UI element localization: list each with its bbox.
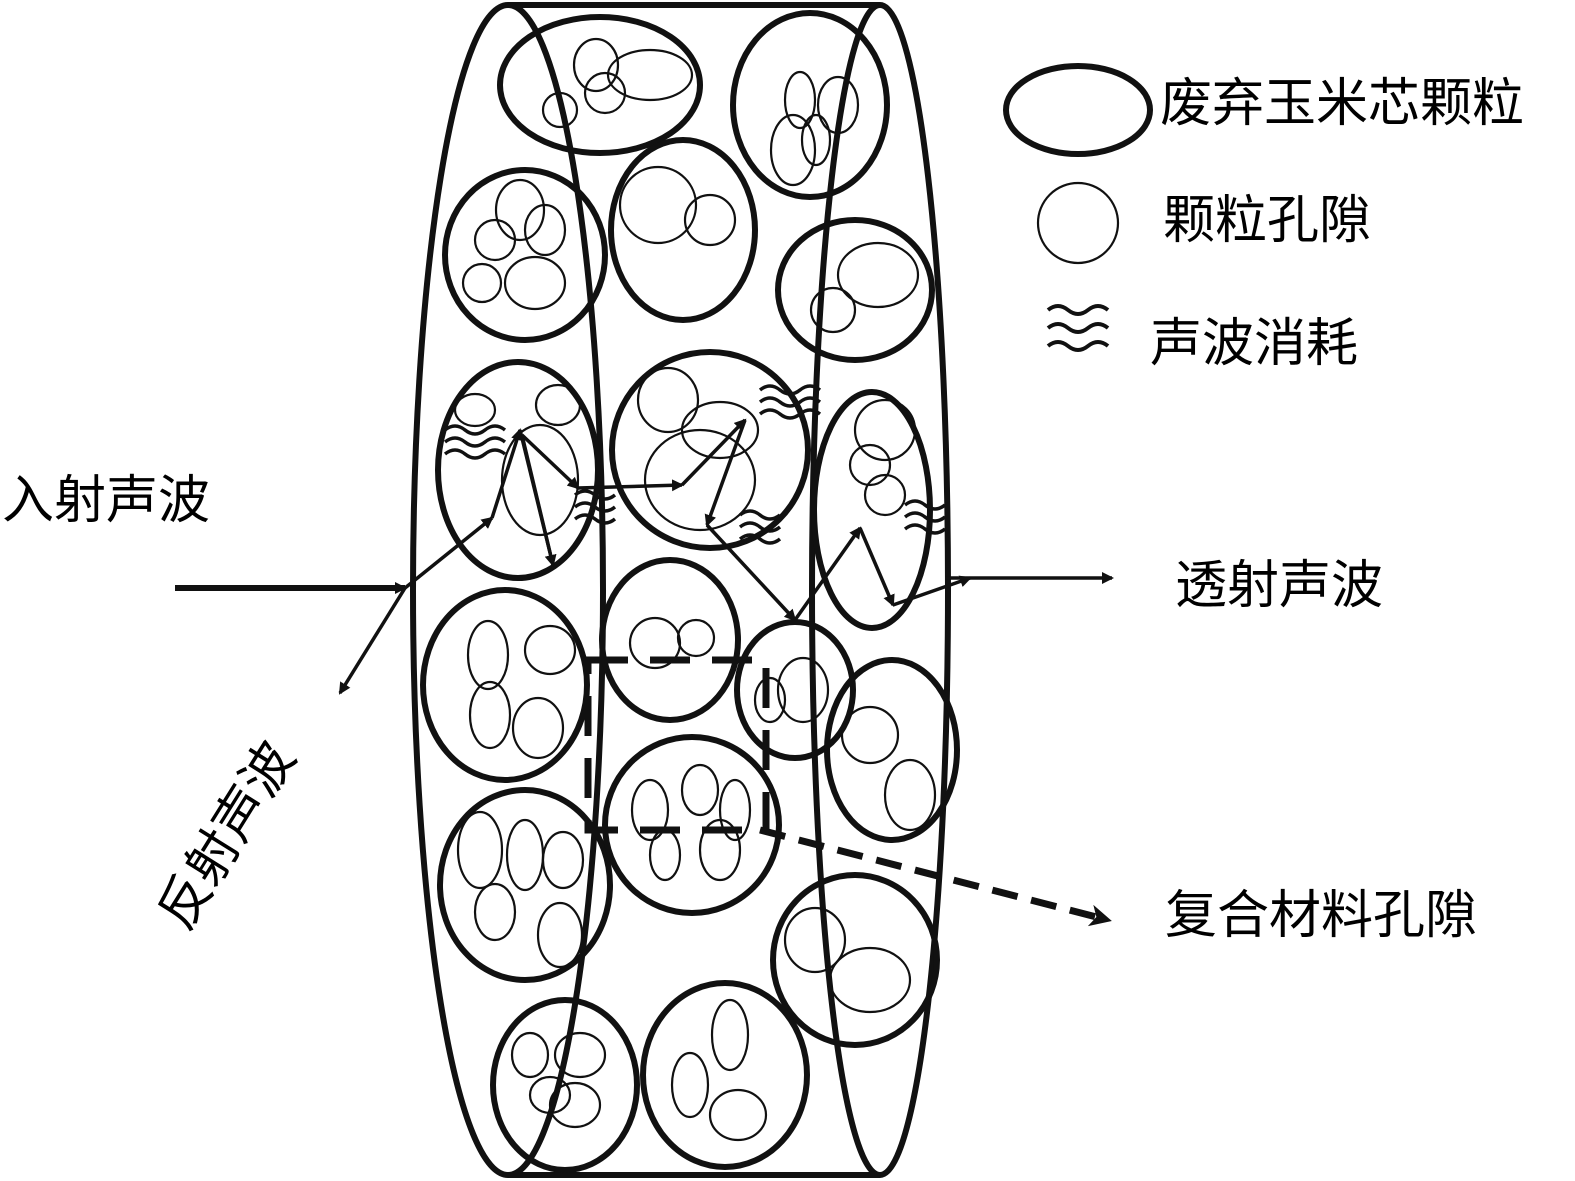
particle — [609, 349, 811, 551]
particle — [608, 137, 758, 323]
particle — [770, 872, 940, 1048]
composite-pore-region — [584, 656, 1112, 927]
incident-wave-label: 入射声波 — [2, 471, 211, 531]
dissipation-mark — [573, 489, 617, 525]
particle — [775, 217, 935, 363]
particle — [640, 980, 810, 1170]
legend-pore-label: 颗粒孔隙 — [1163, 191, 1372, 251]
material-cylinder — [410, 2, 951, 1178]
particle — [497, 14, 703, 156]
particle — [824, 657, 960, 843]
particle — [437, 787, 613, 983]
particle — [420, 587, 590, 783]
legend-dissipation-label: 声波消耗 — [1150, 314, 1359, 374]
particle — [599, 557, 741, 723]
dissipation-mark — [903, 499, 947, 535]
dissipation-mark — [443, 424, 507, 460]
particle — [435, 359, 601, 581]
reflected-arrow — [338, 587, 407, 695]
dissipation-marks — [443, 384, 947, 545]
dissipation-mark — [738, 509, 782, 545]
particle — [442, 167, 608, 343]
particle — [602, 734, 782, 916]
particle — [730, 10, 890, 200]
legend-particle-label: 废弃玉米芯颗粒 — [1160, 74, 1525, 134]
particle — [811, 389, 933, 631]
wave-path — [403, 418, 972, 622]
corncob-particles — [420, 10, 960, 1173]
particle — [490, 997, 640, 1173]
composite-pore-label: 复合材料孔隙 — [1165, 886, 1478, 946]
dissipation-mark — [758, 384, 822, 420]
transmitted-wave-label: 透射声波 — [1175, 556, 1384, 616]
legend-dissipation-symbol — [1046, 304, 1110, 352]
particle — [734, 619, 856, 761]
legend-particle-symbol — [1003, 63, 1153, 157]
legend-pore-symbol — [1036, 181, 1120, 265]
